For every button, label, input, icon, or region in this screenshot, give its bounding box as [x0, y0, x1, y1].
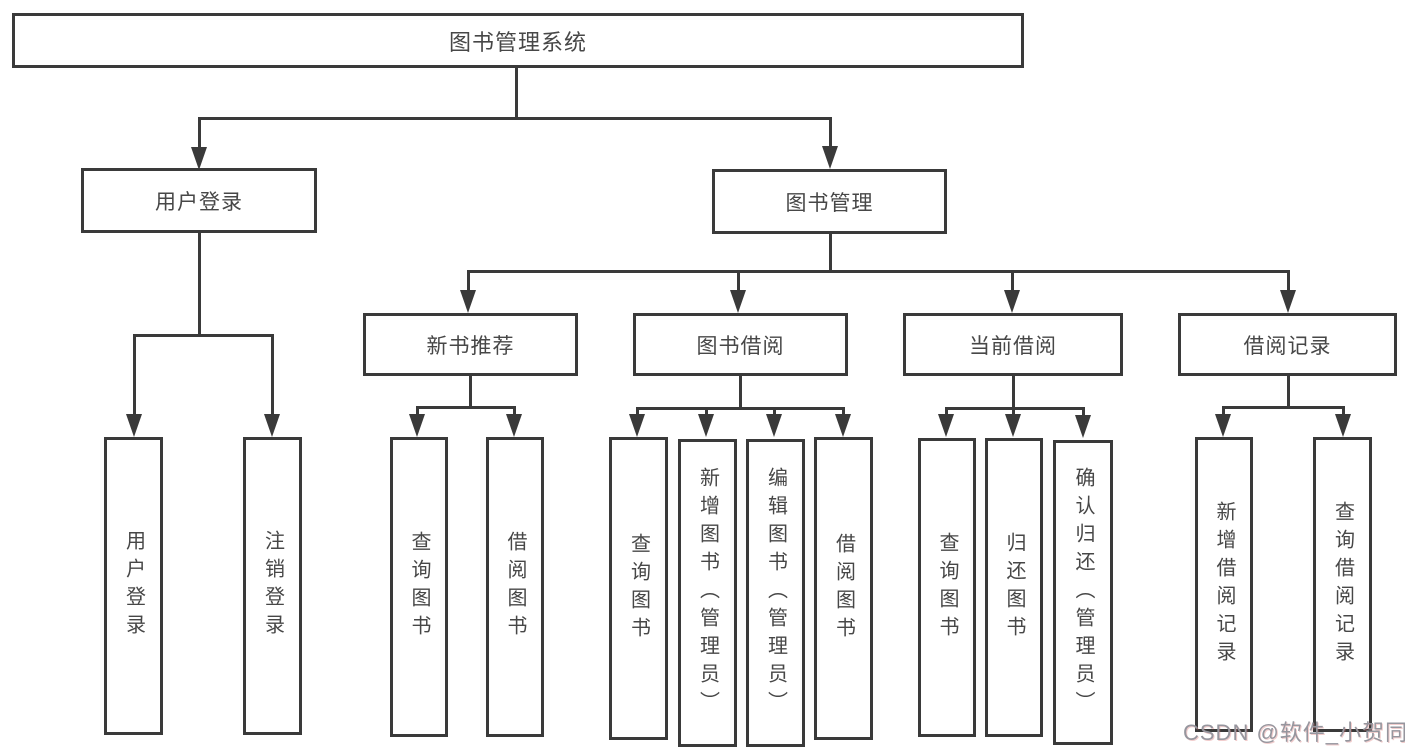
node-book-borrow: 图书借阅 — [633, 313, 848, 376]
connector-line — [1082, 407, 1085, 417]
node-label: 查询图书 — [936, 531, 958, 644]
connector-line — [636, 407, 845, 410]
leaf-add-borrow-record: 新增借阅记录 — [1195, 437, 1253, 732]
connector-line — [1011, 270, 1014, 291]
arrow-down-icon — [766, 414, 782, 437]
leaf-query-borrow-record: 查询借阅记录 — [1313, 437, 1372, 732]
connector-line — [636, 407, 639, 417]
connector-line — [133, 334, 136, 416]
node-new-book-recommend: 新书推荐 — [363, 313, 578, 376]
leaf-add-books-admin: 新增图书（管理员） — [678, 439, 737, 747]
connector-line — [469, 376, 472, 409]
connector-line — [513, 406, 516, 417]
csdn-watermark: CSDN @软件_小贺同学 — [1183, 720, 1405, 745]
connector-line — [842, 407, 845, 417]
connector-line — [198, 117, 832, 120]
node-label: 用户登录 — [155, 190, 243, 214]
arrow-down-icon — [1075, 415, 1091, 438]
node-library-management-system: 图书管理系统 — [12, 13, 1024, 68]
connector-line — [271, 334, 274, 416]
leaf-confirm-return-admin: 确认归还（管理员） — [1053, 440, 1113, 745]
connector-line — [1342, 406, 1345, 417]
connector-line — [133, 334, 274, 337]
arrow-down-icon — [822, 146, 838, 169]
node-label: 查询图书 — [627, 532, 650, 645]
connector-line — [1012, 407, 1015, 417]
node-label: 编辑图书（管理员） — [764, 467, 787, 719]
leaf-return-books: 归还图书 — [985, 438, 1043, 737]
node-label: 当前借阅 — [969, 334, 1057, 358]
node-label: 新增借阅记录 — [1213, 500, 1235, 669]
connector-line — [737, 270, 740, 291]
connector-line — [829, 234, 832, 273]
arrow-down-icon — [1335, 414, 1351, 437]
leaf-user-login: 用户登录 — [104, 437, 163, 735]
node-book-management: 图书管理 — [712, 169, 947, 234]
arrow-down-icon — [730, 290, 746, 313]
node-label: 新增图书（管理员） — [696, 467, 719, 719]
leaf-query-books-current: 查询图书 — [918, 438, 976, 737]
node-current-borrow: 当前借阅 — [903, 313, 1123, 376]
arrow-down-icon — [264, 414, 280, 437]
node-label: 图书借阅 — [696, 334, 785, 358]
arrow-down-icon — [1004, 290, 1020, 313]
node-user-login: 用户登录 — [81, 168, 317, 233]
connector-line — [739, 376, 742, 410]
connector-line — [829, 117, 832, 148]
connector-line — [198, 117, 201, 149]
connector-line — [1222, 406, 1345, 409]
leaf-edit-books-admin: 编辑图书（管理员） — [746, 439, 805, 747]
arrow-down-icon — [126, 414, 142, 437]
connector-line — [416, 406, 419, 417]
arrow-down-icon — [409, 414, 425, 437]
connector-line — [467, 270, 1290, 273]
connector-line — [198, 233, 201, 337]
node-label: 借阅图书 — [832, 532, 855, 645]
arrow-down-icon — [938, 414, 954, 437]
arrow-down-icon — [1215, 414, 1231, 437]
connector-line — [1012, 376, 1015, 410]
node-label: 查询图书 — [408, 531, 430, 643]
node-label: 用户登录 — [122, 530, 145, 642]
leaf-borrow-books-recommend: 借阅图书 — [486, 437, 544, 737]
connector-line — [945, 407, 948, 417]
node-label: 归还图书 — [1003, 531, 1025, 644]
connector-line — [945, 407, 1085, 410]
arrow-down-icon — [835, 414, 851, 437]
connector-line — [416, 406, 516, 409]
connector-line — [1222, 406, 1225, 417]
arrow-down-icon — [1005, 414, 1021, 437]
node-label: 借阅记录 — [1243, 334, 1332, 358]
leaf-query-books-borrow: 查询图书 — [609, 437, 668, 740]
arrow-down-icon — [1280, 290, 1296, 313]
connector-line — [705, 407, 708, 417]
connector-line — [1287, 376, 1290, 409]
leaf-query-books-recommend: 查询图书 — [390, 437, 448, 737]
node-label: 注销登录 — [261, 530, 284, 642]
connector-line — [1287, 270, 1290, 291]
connector-line — [515, 68, 518, 119]
node-label: 确认归还（管理员） — [1072, 466, 1094, 719]
connector-line — [773, 407, 776, 417]
leaf-borrow-books: 借阅图书 — [814, 437, 873, 740]
node-label: 新书推荐 — [426, 334, 515, 358]
arrow-down-icon — [191, 147, 207, 170]
node-borrow-records: 借阅记录 — [1178, 313, 1397, 376]
node-label: 查询借阅记录 — [1331, 500, 1354, 669]
arrow-down-icon — [506, 414, 522, 437]
arrow-down-icon — [629, 414, 645, 437]
leaf-logout-login: 注销登录 — [243, 437, 302, 735]
arrow-down-icon — [698, 414, 714, 437]
node-label: 图书管理 — [785, 191, 874, 215]
node-label: 借阅图书 — [504, 531, 526, 643]
connector-line — [467, 270, 470, 291]
node-label: 图书管理系统 — [448, 29, 587, 55]
arrow-down-icon — [460, 290, 476, 313]
